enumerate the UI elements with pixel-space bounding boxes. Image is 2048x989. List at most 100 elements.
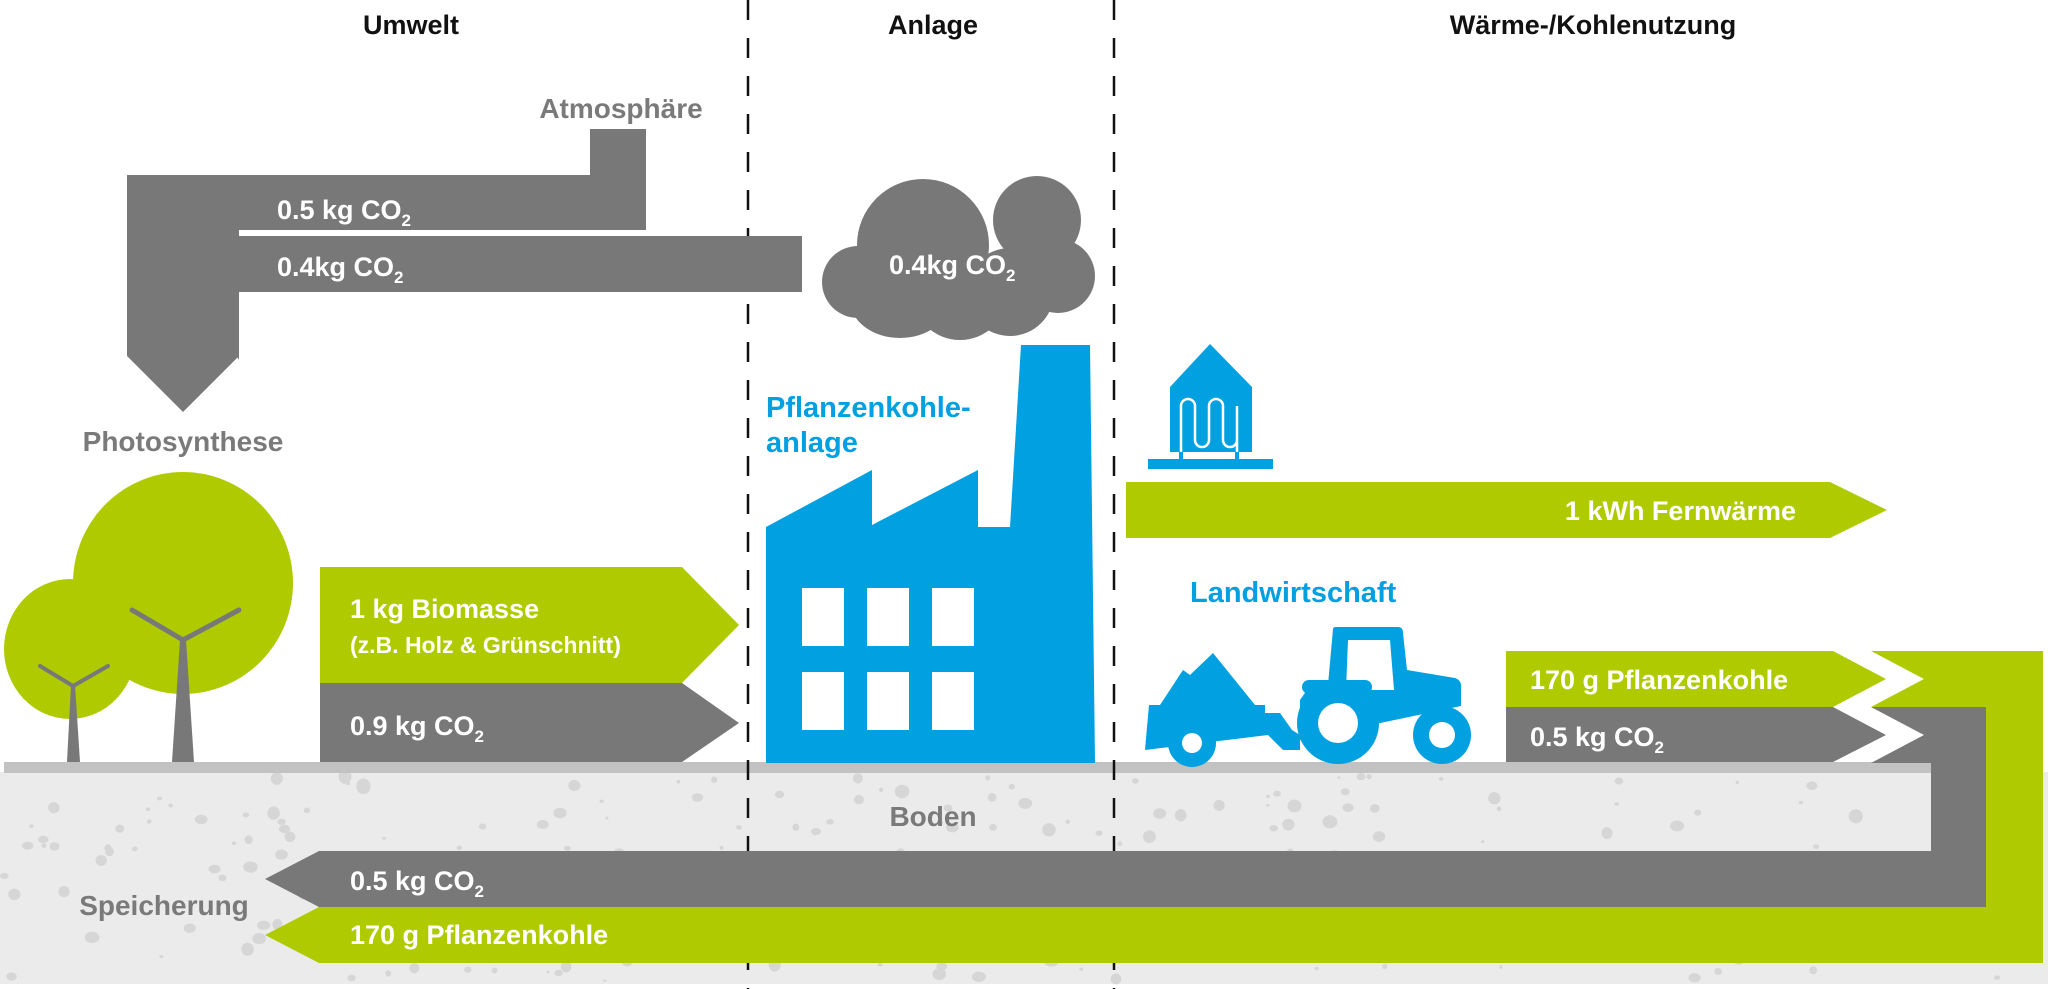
soil-speck [932, 968, 946, 981]
soil-speck [971, 971, 986, 982]
soil-speck [1438, 777, 1444, 781]
atmosphere-co2-label: 0.5 kg CO2 [277, 195, 411, 230]
soil-speck [303, 807, 311, 814]
soil-speck [1095, 830, 1103, 836]
soil-speck [1266, 794, 1270, 799]
soil-speck [1356, 772, 1366, 781]
soil-speck [879, 787, 884, 793]
soil-speck [719, 845, 724, 850]
soil-speck [826, 819, 834, 825]
soil-speck [243, 861, 258, 873]
agriculture-label: Landwirtschaft [1190, 577, 1397, 609]
soil-speck [599, 799, 604, 803]
soil-speck [257, 920, 271, 930]
soil-speck [1499, 965, 1503, 969]
biomass-note: (z.B. Holz & Grünschnitt) [350, 632, 621, 658]
soil-speck [356, 778, 371, 795]
soil-speck [1065, 819, 1070, 824]
soil-speck [478, 823, 487, 830]
soil-speck [382, 836, 386, 840]
stored-co2-arrowhead [265, 851, 319, 907]
photosynthesis-label: Photosynthese [83, 426, 284, 457]
soil-speck [1798, 800, 1804, 805]
soil-speck [853, 794, 864, 805]
soil-speck [146, 819, 152, 824]
soil-speck [1481, 840, 1485, 844]
soil-speck [409, 963, 420, 974]
soil-speck [8, 888, 21, 901]
section-title-plant: Anlage [888, 10, 978, 40]
soil-speck [1614, 777, 1624, 785]
soil-speck [0, 872, 9, 879]
soil-speck [1337, 776, 1341, 779]
soil-speck [987, 793, 997, 802]
soil-speck [1340, 788, 1350, 796]
soil-speck [231, 841, 236, 846]
soil-speck [1269, 825, 1278, 832]
soil-speck [1322, 815, 1338, 829]
soil-speck [1042, 823, 1056, 837]
soil-speck [736, 825, 742, 830]
plant-label-line2: anlage [766, 427, 858, 459]
soil-speck [774, 790, 785, 799]
soil-speck [1117, 841, 1123, 847]
soil-speck [1342, 803, 1354, 812]
soil-speck [183, 923, 196, 933]
soil-speck [48, 802, 60, 814]
soil-speck [711, 776, 718, 783]
district-heat-arrow [1126, 482, 1887, 538]
soil-speck [1366, 774, 1372, 780]
district-heating-icon [1148, 344, 1273, 469]
soil-speck [278, 824, 291, 834]
stored-co2-label: 0.5 kg CO2 [350, 866, 484, 901]
soil-speck [29, 824, 34, 829]
soil-speck [568, 780, 581, 791]
soil-speck [1813, 844, 1820, 849]
soil-speck [691, 793, 704, 802]
soil-speck [1266, 803, 1270, 807]
soil-speck [676, 779, 681, 784]
section-title-environment: Umwelt [363, 10, 459, 40]
soil-speck [270, 772, 283, 785]
soil-speck [22, 841, 34, 850]
soil-speck [852, 773, 863, 784]
soil-speck [1809, 966, 1817, 975]
soil-speck [937, 820, 944, 826]
soil-speck [1994, 975, 2001, 980]
soil-speck [554, 969, 563, 977]
soil-speck [1372, 831, 1386, 842]
soil-speck [563, 845, 571, 851]
soil-speck [1735, 780, 1740, 785]
soil-speck [1601, 827, 1613, 840]
soil-speck [241, 942, 254, 956]
biomass-flow: 1 kg Biomasse (z.B. Holz & Grünschnitt) … [320, 567, 739, 762]
soil-speck [104, 844, 112, 852]
soil-speck [1282, 818, 1295, 831]
soil-speck [267, 806, 280, 820]
soil-speck [1694, 809, 1702, 816]
soil-speck [1670, 820, 1685, 832]
biomass-arrow [320, 567, 739, 683]
soil-speck [38, 835, 49, 844]
biochar-co2-out-arrow [1506, 707, 1886, 762]
soil-speck [1174, 809, 1187, 822]
biochar-co2-out-label: 0.5 kg CO2 [1530, 722, 1664, 757]
soil-speck [1848, 809, 1863, 824]
atmosphere-label: Atmosphäre [539, 93, 702, 124]
soil-speck [1079, 967, 1084, 971]
soil-speck [877, 962, 883, 967]
stored-biochar-arrowhead [265, 907, 319, 963]
soil-speck [811, 828, 821, 835]
tractor-icon [1145, 627, 1471, 767]
soil-speck [1714, 968, 1723, 975]
soil-speck [546, 970, 550, 974]
soil-speck [1287, 799, 1302, 813]
soil-speck [41, 843, 47, 848]
soil-speck [936, 962, 948, 971]
soil-speck [218, 874, 227, 881]
cloud-co2-label: 0.4kg CO2 [889, 250, 1016, 285]
soil-speck [985, 775, 991, 781]
soil-speck [603, 979, 607, 982]
atmosphere-co2-band [127, 129, 802, 360]
soil-speck [792, 823, 800, 831]
